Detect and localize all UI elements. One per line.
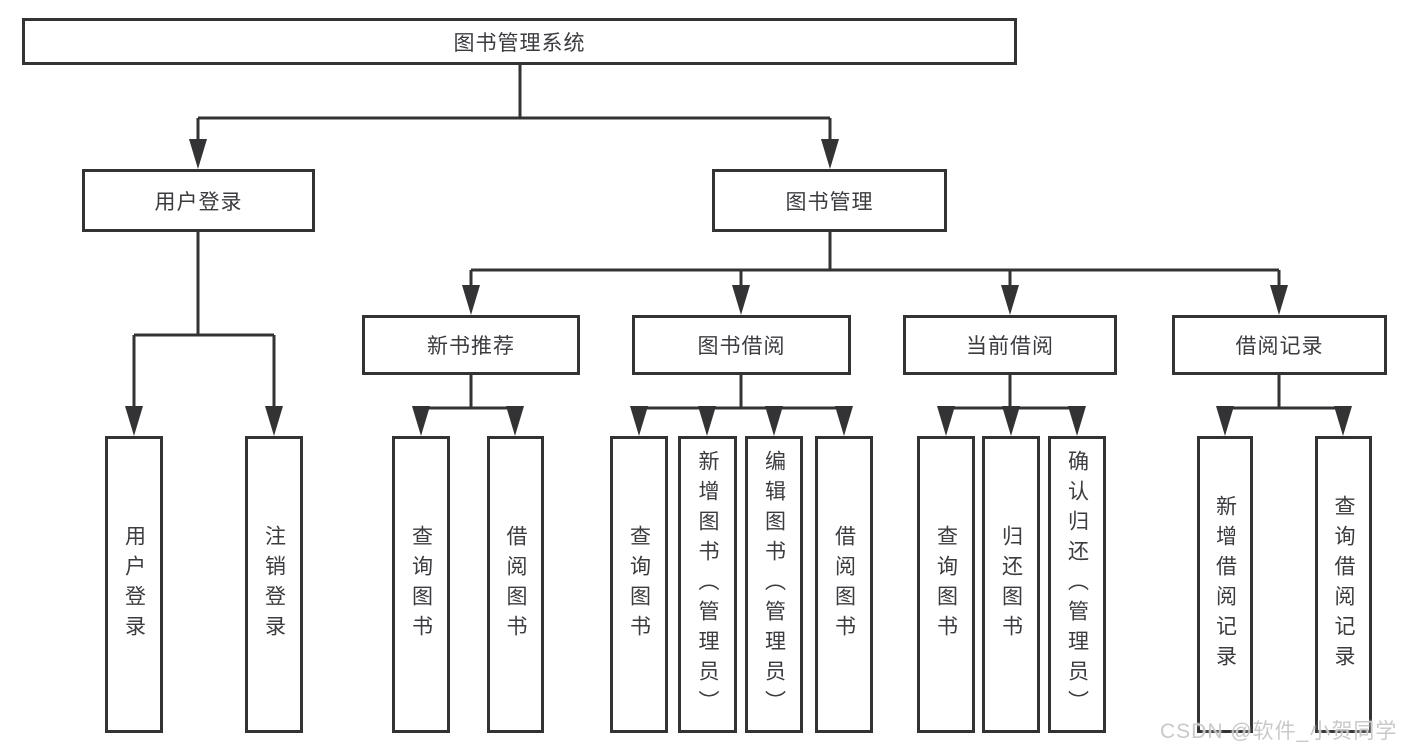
leaf-add-borrow-record: 新增借阅记录 — [1197, 436, 1253, 733]
leaf-current-query-books-label: 查询图书 — [934, 524, 958, 645]
leaf-query-borrow-record: 查询借阅记录 — [1315, 436, 1372, 733]
node-user-login-branch-label: 用户登录 — [154, 190, 243, 214]
leaf-query-borrow-record-label: 查询借阅记录 — [1332, 494, 1355, 675]
leaf-recommend-query-books: 查询图书 — [392, 436, 450, 733]
leaf-borrowing-query-books-label: 查询图书 — [627, 524, 651, 645]
leaf-edit-book-admin-label: 编辑图书（管理员） — [762, 449, 786, 720]
leaf-borrow-book-label: 借阅图书 — [832, 524, 856, 645]
leaf-add-book-admin: 新增图书（管理员） — [678, 436, 737, 733]
leaf-confirm-return-admin-label: 确认归还（管理员） — [1065, 449, 1089, 720]
node-current-borrowing: 当前借阅 — [903, 315, 1117, 375]
leaf-recommend-borrow-books: 借阅图书 — [487, 436, 544, 733]
leaf-recommend-borrow-books-label: 借阅图书 — [504, 524, 527, 645]
leaf-borrowing-query-books: 查询图书 — [610, 436, 668, 733]
leaf-return-book: 归还图书 — [982, 436, 1040, 733]
node-book-borrowing-label: 图书借阅 — [697, 335, 786, 358]
leaf-edit-book-admin: 编辑图书（管理员） — [745, 436, 803, 733]
leaf-return-book-label: 归还图书 — [999, 524, 1023, 645]
connector-stems — [132, 65, 1345, 414]
node-user-login-branch: 用户登录 — [82, 169, 315, 232]
leaf-current-query-books: 查询图书 — [917, 436, 975, 733]
leaf-borrow-book: 借阅图书 — [815, 436, 873, 733]
leaf-recommend-query-books-label: 查询图书 — [409, 524, 433, 645]
node-new-book-recommend: 新书推荐 — [362, 315, 580, 375]
node-root-label: 图书管理系统 — [453, 31, 586, 55]
arrowheads — [125, 139, 1352, 436]
csdn-watermark: CSDN @软件_小贺同学 — [1160, 720, 1398, 743]
node-new-book-recommend-label: 新书推荐 — [427, 335, 515, 358]
leaf-add-book-admin-label: 新增图书（管理员） — [696, 449, 719, 720]
node-borrow-records-label: 借阅记录 — [1235, 335, 1324, 358]
node-current-borrowing-label: 当前借阅 — [966, 335, 1054, 358]
node-book-management: 图书管理 — [712, 169, 947, 232]
leaf-add-borrow-record-label: 新增借阅记录 — [1213, 494, 1237, 675]
leaf-logout: 注销登录 — [245, 436, 303, 733]
leaf-logout-label: 注销登录 — [262, 524, 286, 645]
node-borrow-records: 借阅记录 — [1172, 315, 1387, 375]
leaf-user-login-label: 用户登录 — [122, 524, 146, 645]
leaf-user-login: 用户登录 — [105, 436, 163, 733]
node-book-borrowing: 图书借阅 — [632, 315, 851, 375]
leaf-confirm-return-admin: 确认归还（管理员） — [1048, 436, 1106, 733]
node-root: 图书管理系统 — [22, 18, 1017, 65]
node-book-management-label: 图书管理 — [785, 190, 874, 214]
